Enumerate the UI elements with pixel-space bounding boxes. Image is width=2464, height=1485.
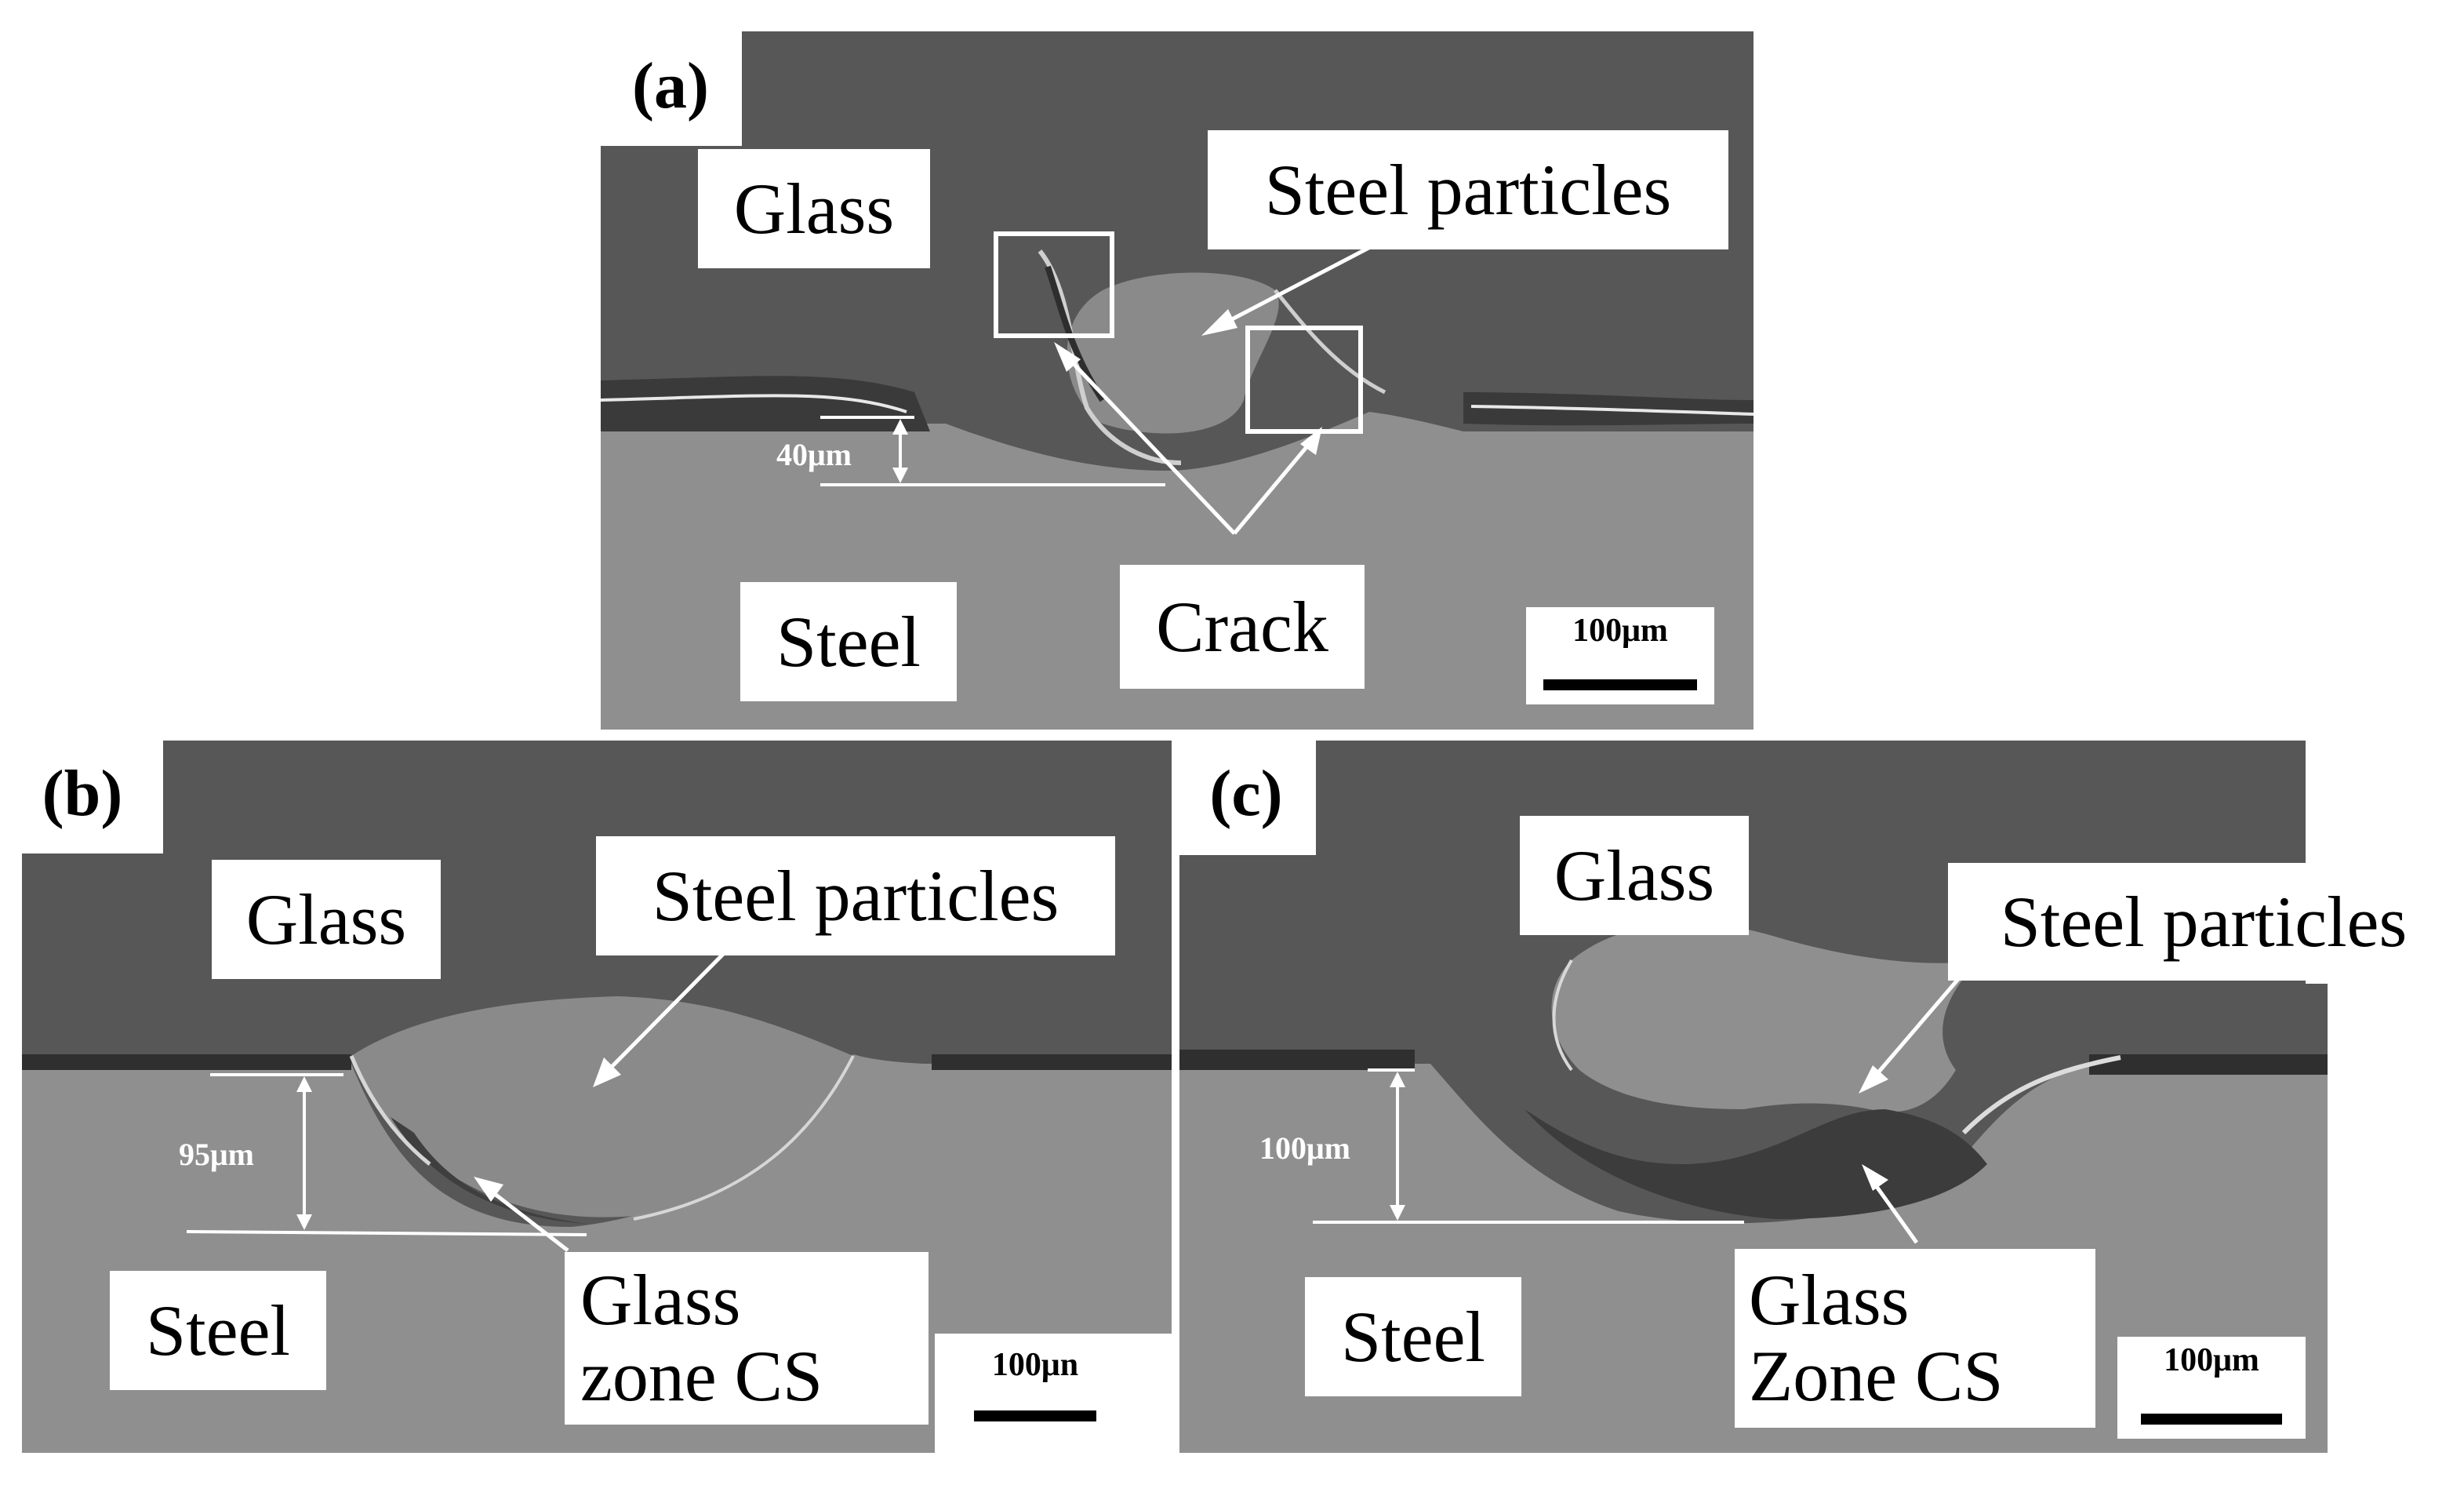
panel-a-label-steel-particles: Steel particles	[1208, 130, 1728, 249]
panel-b-label-glass-zone-cs: Glass zone CS	[565, 1252, 929, 1425]
panel-a-tag: (a)	[612, 42, 729, 129]
panel-c-label-steel: Steel	[1305, 1277, 1521, 1396]
panel-b-label-steel: Steel	[110, 1271, 326, 1390]
panel-c-label-glass: Glass	[1520, 816, 1749, 935]
panel-b-label-steel-particles: Steel particles	[596, 836, 1115, 955]
panel-b-scale-line	[974, 1410, 1096, 1421]
panel-c-dimension-label: 100μm	[1259, 1130, 1350, 1166]
panel-a-scale-label: 100μm	[1572, 613, 1668, 649]
panel-b-tag: (b)	[24, 750, 141, 836]
panel-b-dimension-label: 95μm	[179, 1137, 254, 1172]
panel-a-scale-bar: 100μm	[1526, 607, 1714, 704]
panel-b-scale-bar: 100μn	[949, 1341, 1121, 1436]
panel-b-label-glass: Glass	[212, 860, 441, 979]
panel-a-label-crack: Crack	[1120, 565, 1365, 689]
panel-c-scale-label: 100μm	[2164, 1342, 2259, 1378]
panel-c-scale-line	[2141, 1414, 2282, 1425]
panel-c-label-steel-particles: Steel particles	[1948, 863, 2459, 981]
panel-c-tag: (c)	[1187, 750, 1305, 836]
panel-a-label-steel: Steel	[740, 582, 957, 701]
panel-c-label-glass-zone-cs: Glass Zone CS	[1735, 1249, 2095, 1428]
panel-a-dimension-label: 40μm	[776, 437, 852, 472]
panel-a-scale-line	[1543, 679, 1697, 690]
panel-c-scale-bar: 100μm	[2117, 1337, 2306, 1439]
panel-b-scale-label: 100μn	[991, 1347, 1079, 1383]
panel-a-label-glass: Glass	[698, 149, 930, 268]
